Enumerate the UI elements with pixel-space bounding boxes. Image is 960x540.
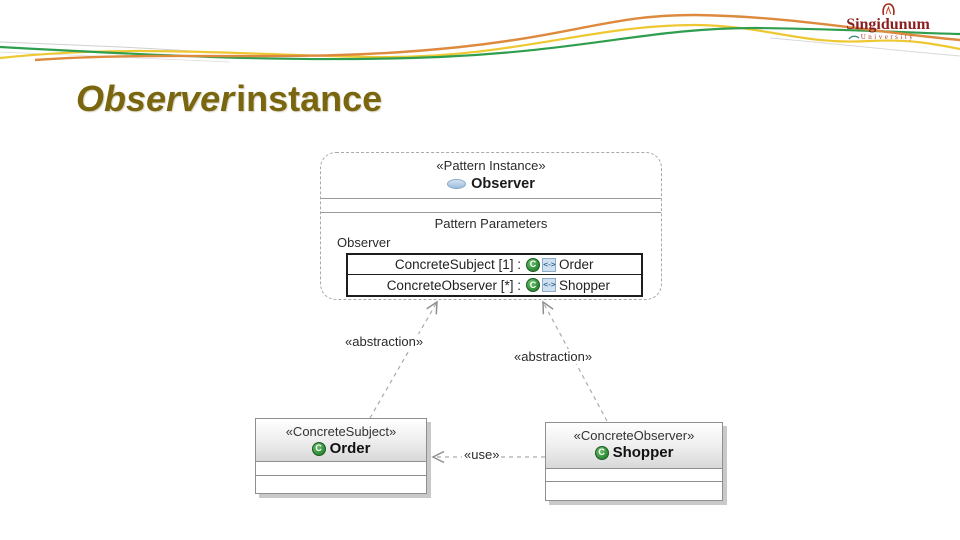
pattern-parameters-heading: Pattern Parameters: [434, 216, 548, 231]
attributes-compartment: [546, 469, 722, 482]
page-title: Observerinstance: [76, 78, 382, 120]
use-label: «use»: [462, 447, 502, 462]
class-stereotype: «ConcreteObserver»: [573, 428, 695, 443]
parameter-label: ConcreteSubject [1] :: [394, 257, 521, 272]
pattern-name: Observer: [471, 175, 535, 192]
class-box-shopper: «ConcreteObserver» C Shopper: [545, 422, 723, 501]
class-box-order: «ConcreteSubject» C Order: [255, 418, 427, 494]
pattern-stereotype: «Pattern Instance»: [436, 158, 546, 173]
parameter-label: ConcreteObserver [*] :: [386, 277, 521, 293]
separator-line: [321, 212, 661, 213]
parameter-row-concrete-observer: ConcreteObserver [*] : C <-> Shopper: [348, 275, 641, 295]
class-stereotype: «ConcreteSubject»: [285, 424, 397, 439]
class-icon: C: [311, 441, 326, 456]
class-icon: C: [526, 278, 540, 292]
binding-link-icon: <->: [542, 278, 556, 292]
title-word-instance: instance: [236, 78, 383, 119]
logo-name: Singidunum: [846, 16, 930, 33]
class-name: Shopper: [612, 444, 674, 461]
header-wave-decoration: [0, 13, 960, 63]
leaf-swoosh-icon: [848, 34, 860, 43]
abstraction-connector-left: [369, 300, 438, 419]
class-icon: C: [594, 445, 609, 460]
parameter-value: Shopper: [559, 277, 611, 293]
class-icon: C: [526, 257, 540, 272]
parameter-table: ConcreteSubject [1] : C <-> Order Concre…: [346, 253, 643, 297]
collaboration-icon: [447, 178, 467, 189]
parameter-row-concrete-subject: ConcreteSubject [1] : C <-> Order: [348, 255, 641, 275]
binding-link-icon: <->: [542, 257, 556, 272]
pattern-instance-box: «Pattern Instance» Observer Pattern Para…: [320, 152, 662, 300]
abstraction-label-right: «abstraction»: [512, 349, 595, 364]
class-header: «ConcreteObserver» C Shopper: [546, 423, 722, 469]
attributes-compartment: [256, 462, 426, 476]
role-label: Observer: [337, 235, 391, 250]
orange-wave: [34, 13, 960, 62]
logo-subtitle: University: [836, 34, 940, 41]
separator-line: [321, 198, 661, 199]
abstraction-label-left: «abstraction»: [343, 334, 426, 349]
parameter-value: Order: [559, 257, 594, 272]
class-header: «ConcreteSubject» C Order: [256, 419, 426, 462]
logo-emblem-icon: [836, 3, 940, 16]
title-word-observer: Observer: [76, 78, 235, 119]
university-logo: Singidunum University: [836, 3, 940, 41]
yellow-wave: [0, 23, 960, 60]
class-name: Order: [329, 440, 371, 457]
